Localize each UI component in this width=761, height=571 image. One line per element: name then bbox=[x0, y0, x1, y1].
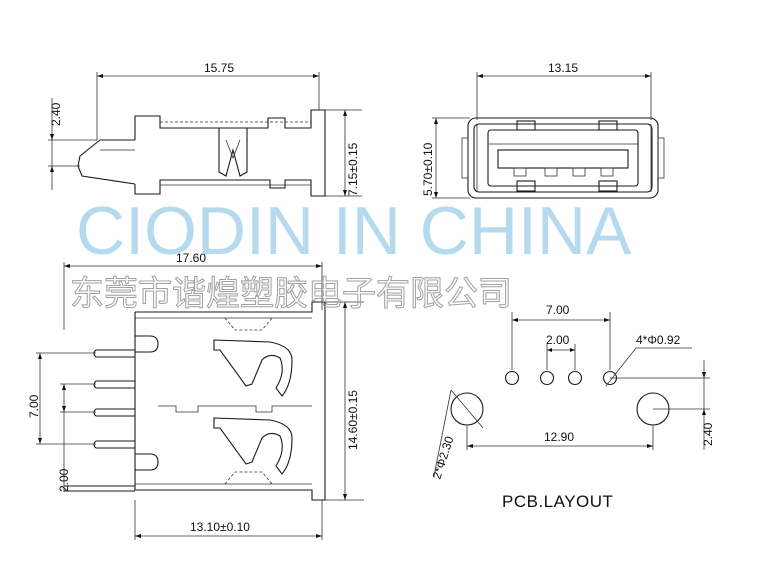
side-view: 15.75 2.40 7.15±0.15 bbox=[48, 61, 362, 197]
top-width-label: 14.60±0.15 bbox=[346, 390, 360, 450]
pcb-small-hole-label: 4*Φ0.92 bbox=[636, 333, 681, 347]
top-body-label: 13.10±0.10 bbox=[190, 520, 250, 534]
pcb-hole-pitch-label: 2.00 bbox=[546, 333, 570, 347]
pcb-hole-span-label: 7.00 bbox=[546, 303, 570, 317]
top-length-label: 17.60 bbox=[176, 251, 206, 265]
pcb-signal-hole bbox=[567, 370, 583, 386]
side-offset-label: 2.40 bbox=[49, 102, 63, 126]
side-length-label: 15.75 bbox=[204, 61, 234, 75]
top-view: 17.60 7.0 bbox=[27, 251, 364, 540]
front-width-label: 13.15 bbox=[548, 61, 578, 75]
pcb-signal-hole bbox=[504, 370, 520, 386]
front-height-label: 5.70±0.10 bbox=[421, 142, 435, 196]
pcb-peg-span-label: 12.90 bbox=[544, 430, 574, 444]
front-view: 13.15 5.70±0.10 bbox=[421, 61, 665, 199]
pcb-peg-offset-label: 2.40 bbox=[701, 422, 715, 446]
pcb-big-hole-label: 2*Φ2.30 bbox=[430, 434, 457, 481]
pcb-signal-hole bbox=[539, 370, 555, 386]
pcb-layout: 7.00 2.00 4*Φ0.92 2*Φ2.30 12.90 bbox=[430, 303, 715, 511]
pcb-layout-title: PCB.LAYOUT bbox=[502, 492, 613, 511]
top-pin-pitch-label: 2.00 bbox=[57, 468, 71, 492]
brand-watermark: CIODIN IN CHINA bbox=[76, 193, 632, 269]
side-height-label: 7.15±0.15 bbox=[346, 142, 360, 196]
company-watermark: 东莞市谐煌塑胶电子有限公司 bbox=[70, 274, 512, 314]
top-pin-span-label: 7.00 bbox=[27, 394, 41, 418]
